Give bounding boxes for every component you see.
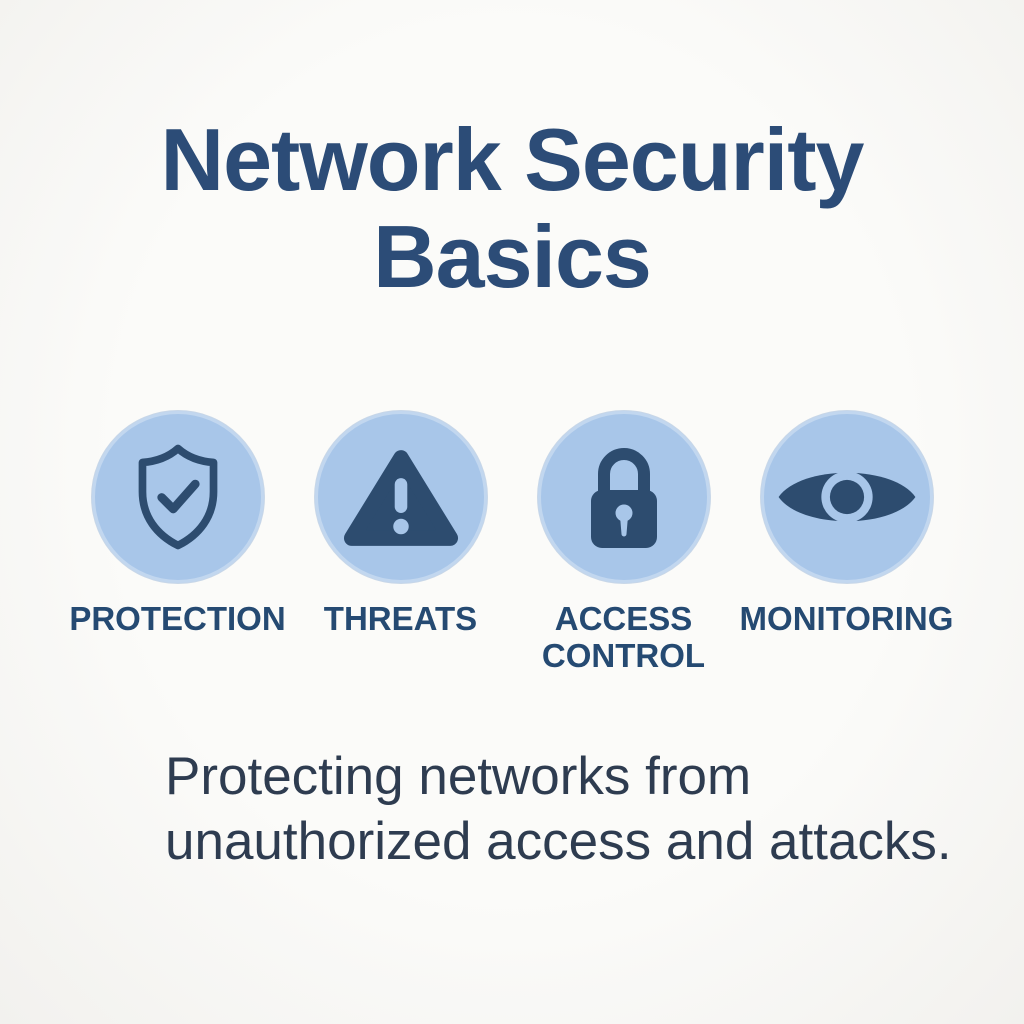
item-threats: THREATS <box>289 411 512 675</box>
access-control-circle <box>537 411 710 583</box>
page-title: Network Security Basics <box>160 110 865 306</box>
padlock-icon <box>574 442 674 552</box>
eye-icon <box>771 459 923 535</box>
item-monitoring: MONITORING <box>735 411 958 675</box>
item-protection: PROTECTION <box>66 411 289 675</box>
protection-circle <box>91 411 264 583</box>
shield-check-icon <box>130 441 226 553</box>
icon-row: PROTECTION THREATS <box>66 411 958 675</box>
warning-triangle-icon <box>343 446 459 549</box>
item-label: PROTECTION <box>69 600 286 637</box>
item-label: MONITORING <box>739 600 954 637</box>
description-text: Protecting networks from unauthorized ac… <box>165 747 952 871</box>
threats-circle <box>314 411 487 583</box>
item-label: ACCESS CONTROL <box>541 600 706 674</box>
item-label: THREATS <box>323 600 478 637</box>
monitoring-circle <box>760 411 933 583</box>
item-access-control: ACCESS CONTROL <box>512 411 735 675</box>
